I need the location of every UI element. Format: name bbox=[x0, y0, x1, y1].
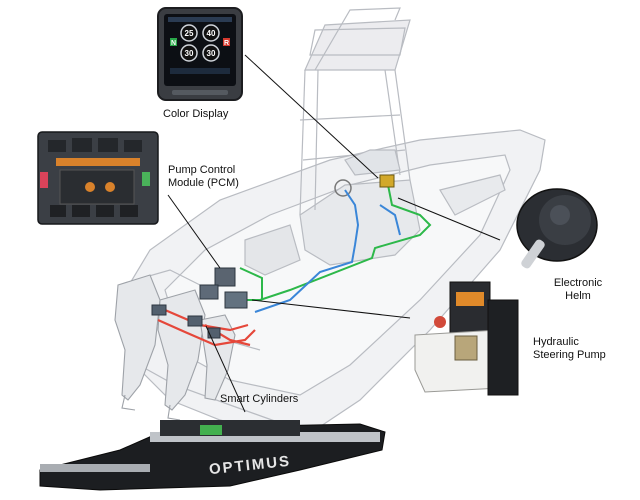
gauge-value: 40 bbox=[207, 29, 216, 38]
gear-indicator-r: R bbox=[224, 40, 229, 47]
green-control-line bbox=[239, 184, 432, 301]
smart-cylinder-device: OPTIMUS bbox=[39, 420, 386, 491]
leader-lines bbox=[167, 54, 501, 413]
blue-control-line bbox=[254, 189, 401, 313]
label-smart-cylinders: Smart Cylinders bbox=[220, 393, 298, 406]
pcm-label-line2: Module (PCM) bbox=[168, 177, 239, 189]
hydraulic-pump-device bbox=[414, 281, 519, 396]
color-display-device: 25 40 30 30 N R bbox=[157, 7, 243, 101]
pump-label-line1: Hydraulic bbox=[533, 336, 579, 348]
label-color-display: Color Display bbox=[163, 108, 228, 121]
label-hydraulic-pump: Hydraulic Steering Pump bbox=[533, 336, 606, 362]
gauge-value: 25 bbox=[185, 29, 194, 38]
smart-cylinders-label: Smart Cylinders bbox=[220, 393, 299, 405]
electronic-helm-device bbox=[516, 188, 598, 269]
label-electronic-helm: Electronic Helm bbox=[548, 277, 608, 303]
helm-on-boat bbox=[379, 174, 395, 188]
gauge-value: 30 bbox=[185, 49, 194, 58]
helm-label-line2: Helm bbox=[565, 290, 591, 302]
gear-indicator-n: N bbox=[171, 40, 176, 47]
pump-label-line2: Steering Pump bbox=[533, 349, 606, 361]
label-pcm: Pump Control Module (PCM) bbox=[168, 164, 239, 190]
helm-label-line1: Electronic bbox=[553, 277, 603, 289]
color-display-label: Color Display bbox=[163, 108, 229, 120]
pcm-label-line1: Pump Control bbox=[168, 164, 236, 176]
pcm-module-device bbox=[37, 131, 159, 225]
gauge-value: 30 bbox=[207, 49, 216, 58]
pcm-on-boat bbox=[151, 267, 248, 339]
